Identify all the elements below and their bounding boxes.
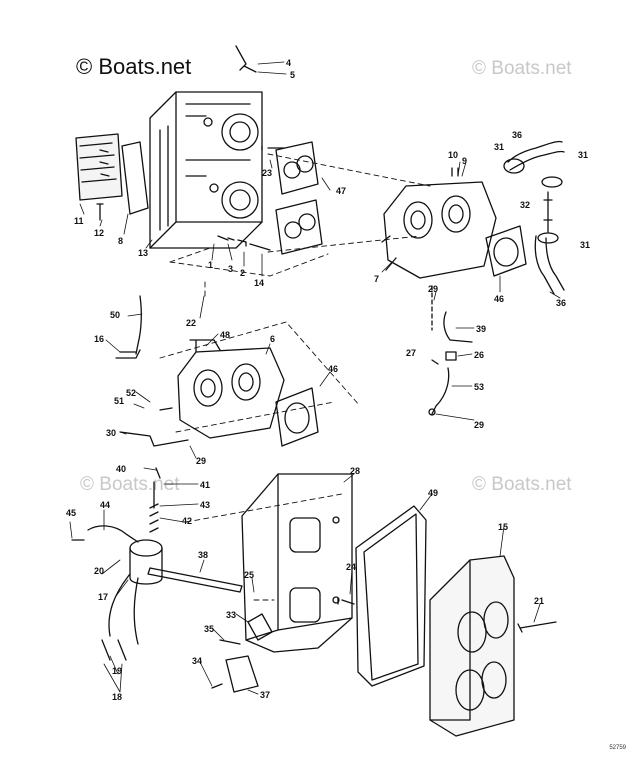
cover-screw-21 [517, 621, 557, 633]
fuel-hoses [503, 140, 565, 295]
callout-numbers: 4 5 23 47 9 10 36 31 31 32 31 11 12 8 13… [66, 58, 590, 702]
callout-26: 26 [474, 350, 484, 360]
callout-29-right: 29 [474, 420, 484, 430]
callout-31-lower: 31 [580, 240, 590, 250]
faint-watermark-mid-right: © Boats.net [472, 474, 572, 495]
alignment-lines-mid [159, 321, 361, 433]
callout-8: 8 [118, 236, 123, 246]
flame-arrestor-gasket-upper [485, 225, 527, 277]
carburetor-gaskets [275, 141, 323, 255]
callout-42: 42 [182, 516, 192, 526]
callout-40: 40 [116, 464, 126, 474]
reed-gasket-part [121, 141, 149, 215]
callout-5: 5 [290, 70, 295, 80]
callout-11: 11 [74, 216, 84, 226]
drawing-code: 52759 [609, 745, 626, 751]
callout-12: 12 [94, 228, 104, 238]
callout-15: 15 [498, 522, 508, 532]
choke-solenoid-assembly [71, 467, 163, 661]
callout-25: 25 [244, 570, 254, 580]
callout-7: 7 [374, 274, 379, 284]
callout-9: 9 [462, 156, 467, 166]
callout-36-top: 36 [512, 130, 522, 140]
callout-51: 51 [114, 396, 124, 406]
choke-rod-part [119, 431, 189, 447]
callout-31-right: 31 [578, 150, 588, 160]
callout-16: 16 [94, 334, 104, 344]
callout-18: 18 [112, 692, 122, 702]
faint-watermark-mid-left: © Boats.net [80, 474, 180, 495]
callout-23: 23 [262, 168, 272, 178]
air-silencer-cover [429, 555, 515, 737]
boats-net-watermark: © Boats.net [76, 54, 192, 79]
callout-46-lower: 46 [328, 364, 338, 374]
callout-47: 47 [336, 186, 346, 196]
silencer-seal-inner [363, 513, 419, 681]
faint-watermark-top-right: © Boats.net [472, 58, 572, 79]
callout-24: 24 [346, 562, 356, 572]
callout-6: 6 [270, 334, 275, 344]
callout-28: 28 [350, 466, 360, 476]
intake-manifold-block [149, 45, 263, 249]
callout-38: 38 [198, 550, 208, 560]
gasket-opening-lower [284, 402, 310, 434]
air-silencer-base [241, 473, 353, 653]
callout-4: 4 [286, 58, 291, 68]
manifold-bolts [217, 145, 285, 251]
callout-leaders [69, 61, 561, 695]
callout-53: 53 [474, 382, 484, 392]
callout-13: 13 [138, 248, 148, 258]
callout-50: 50 [110, 310, 120, 320]
callout-34: 34 [192, 656, 202, 666]
callout-3: 3 [228, 264, 233, 274]
callout-31-left: 31 [494, 142, 504, 152]
linkage-rods-right [428, 285, 473, 416]
callout-17: 17 [98, 592, 108, 602]
flame-arrestor-gasket-lower [275, 387, 319, 447]
callout-33: 33 [226, 610, 236, 620]
throttle-shaft-part [147, 567, 243, 593]
callout-37: 37 [260, 690, 270, 700]
callout-32: 32 [520, 200, 530, 210]
callout-1: 1 [208, 260, 213, 270]
gasket-opening-upper [493, 237, 519, 267]
alignment-lines-top [169, 153, 431, 301]
callout-21: 21 [534, 596, 544, 606]
callout-27: 27 [406, 348, 416, 358]
callout-41: 41 [200, 480, 210, 490]
callout-19: 19 [112, 666, 122, 676]
callout-49: 49 [428, 488, 438, 498]
callout-22: 22 [186, 318, 196, 328]
callout-48: 48 [220, 330, 230, 340]
upper-carburetor-part [381, 167, 497, 279]
callout-10: 10 [448, 150, 458, 160]
silencer-cover-seal [355, 505, 427, 687]
callout-36-lower: 36 [556, 298, 566, 308]
callout-35: 35 [204, 624, 214, 634]
callout-14: 14 [254, 278, 264, 288]
callout-52: 52 [126, 388, 136, 398]
callout-30: 30 [106, 428, 116, 438]
callout-20: 20 [94, 566, 104, 576]
lower-carburetor-part [159, 339, 285, 439]
alignment-lines-lower [185, 493, 343, 601]
callout-46-upper: 46 [494, 294, 504, 304]
callout-2: 2 [240, 268, 245, 278]
reed-plate-part [75, 133, 123, 221]
callout-44: 44 [100, 500, 110, 510]
callout-39: 39 [476, 324, 486, 334]
callout-45: 45 [66, 508, 76, 518]
callout-29-lower: 29 [196, 456, 206, 466]
cover-screw-24 [337, 597, 355, 605]
lower-linkage-left [115, 295, 142, 359]
linkage-bracket-parts [211, 613, 273, 693]
callout-43: 43 [200, 500, 210, 510]
callout-29-upper: 29 [428, 284, 438, 294]
